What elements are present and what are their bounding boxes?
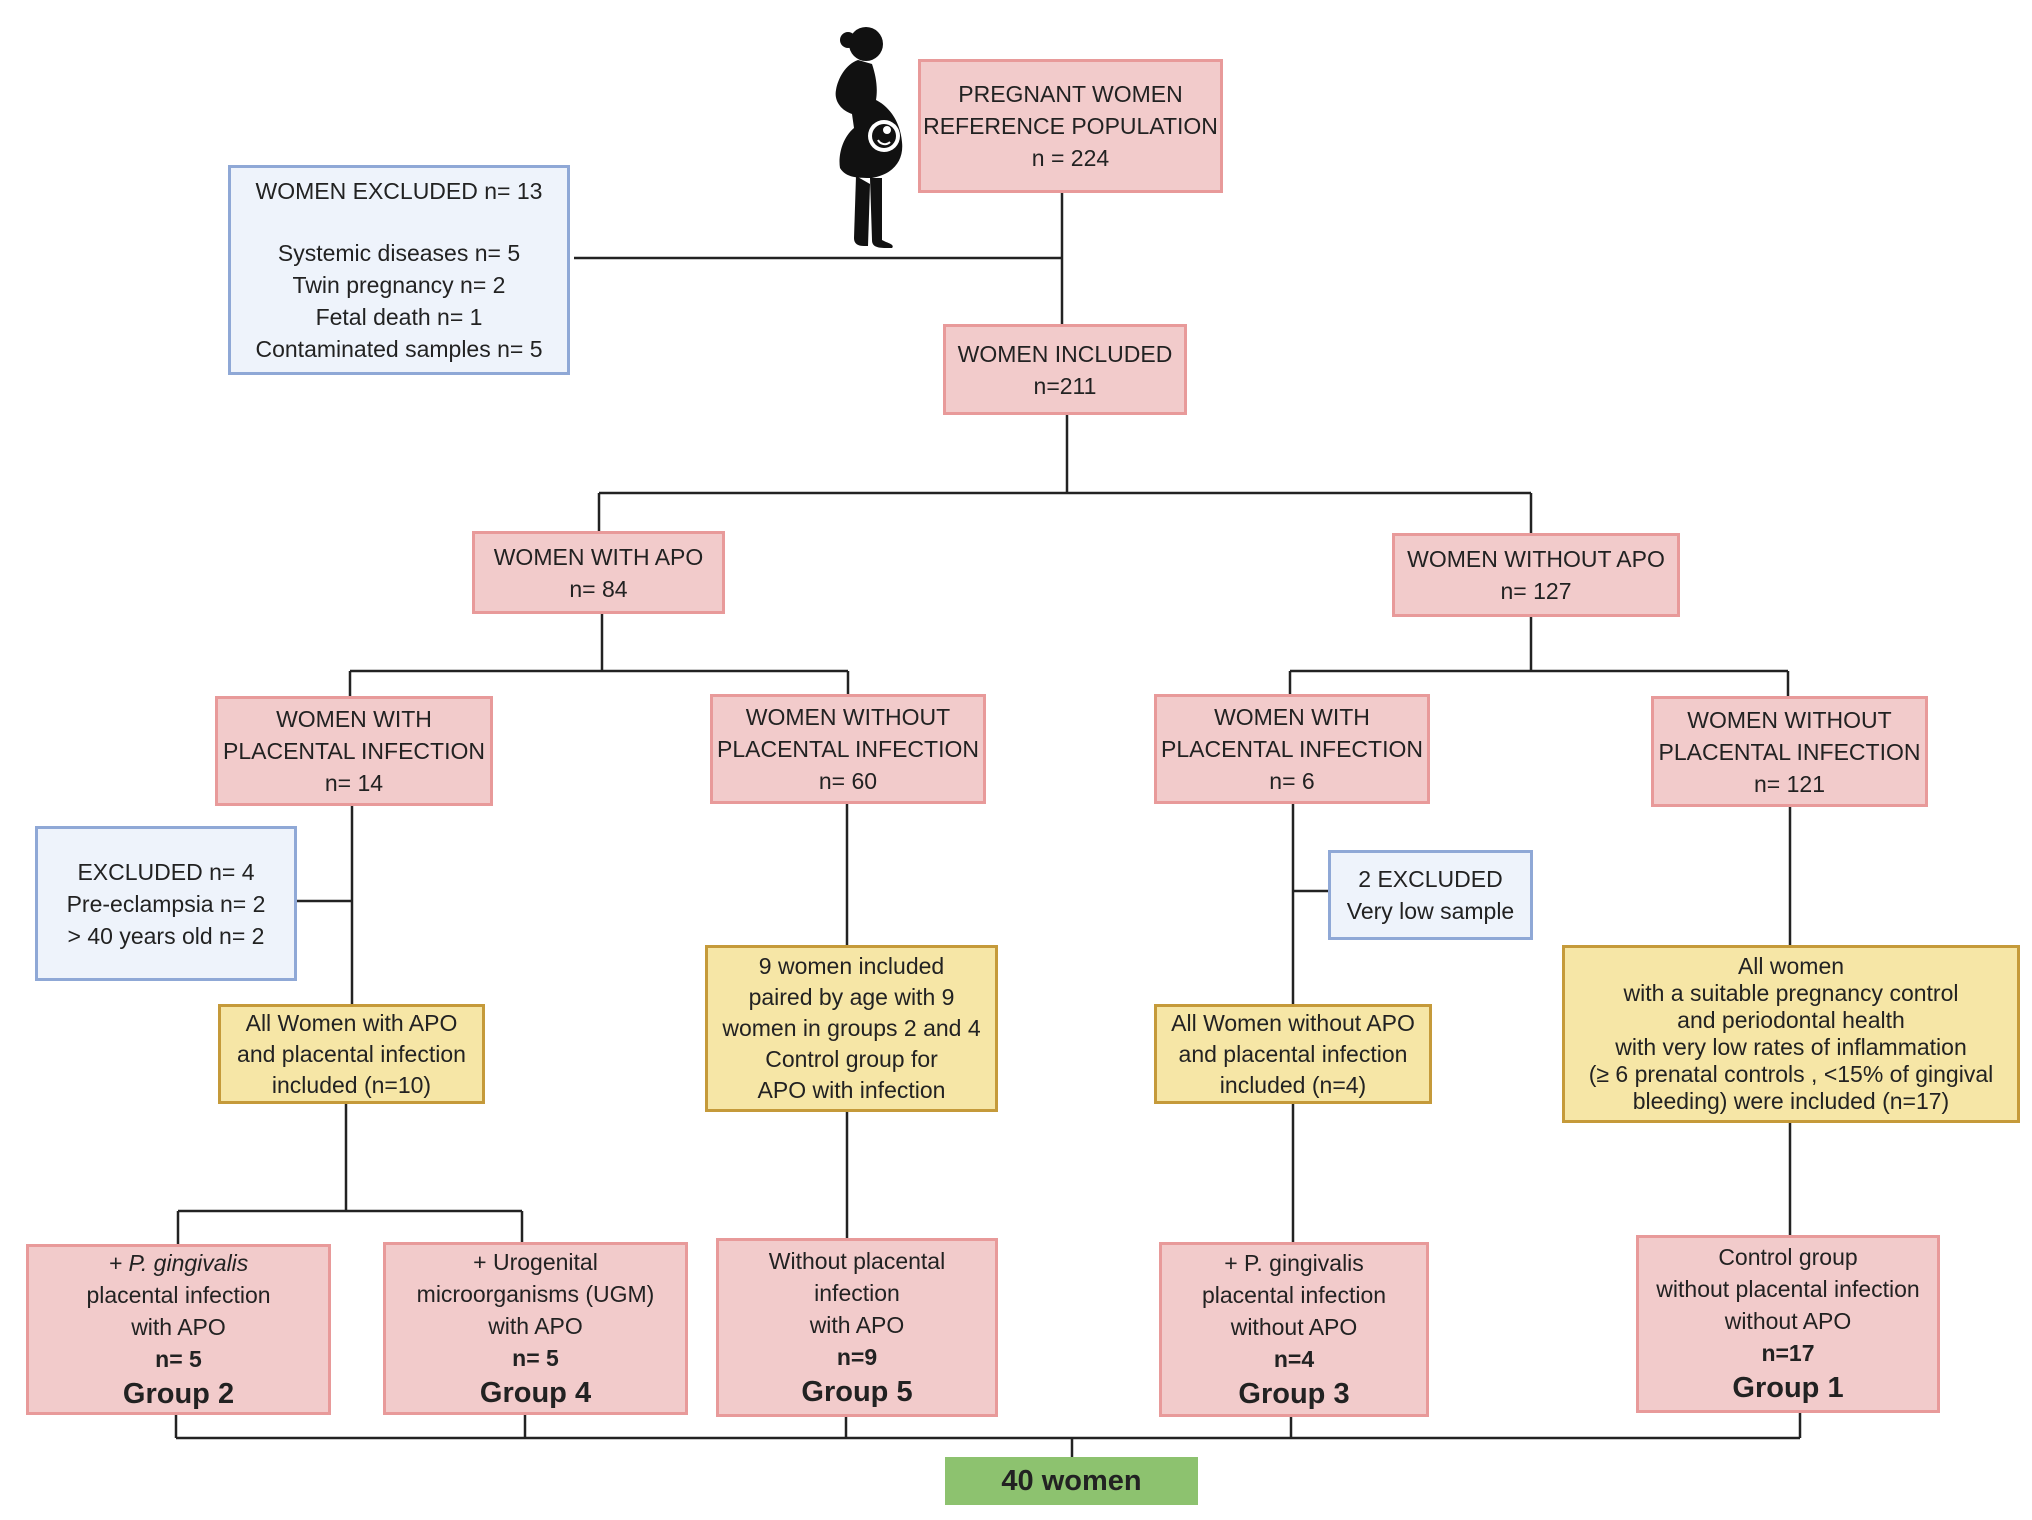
g2-line1: + P. gingivalis — [108, 1249, 249, 1276]
excluded-item-twin: Twin pregnancy n= 2 — [292, 272, 506, 298]
included-count: n=211 — [1033, 372, 1097, 399]
excluded-noapo-line2: Very low sample — [1346, 898, 1515, 924]
g3-line1: + P. gingivalis — [1224, 1249, 1364, 1276]
sel-noapo-inf-line2: and placental infection — [1178, 1040, 1408, 1067]
excluded-title: WOMEN EXCLUDED n= 13 — [255, 178, 543, 204]
excluded-apo-box: EXCLUDED n= 4 Pre-eclampsia n= 2 > 40 ye… — [35, 826, 297, 981]
g4-line2: microorganisms (UGM) — [416, 1280, 655, 1307]
g2-line2: placental infection — [86, 1281, 271, 1308]
g3-count: n=4 — [1273, 1345, 1315, 1372]
apo-noinf-line1: WOMEN WITHOUT — [745, 704, 951, 730]
reference-population-box: PREGNANT WOMEN REFERENCE POPULATION n = … — [918, 59, 1223, 193]
group-4-box: + Urogenital microorganisms (UGM) with A… — [383, 1242, 688, 1415]
with-apo-line1: WOMEN WITH APO — [493, 543, 704, 570]
excluded-apo-line3: > 40 years old n= 2 — [67, 922, 265, 949]
g3-line2: placental infection — [1201, 1281, 1387, 1308]
g1-line3: without APO — [1724, 1308, 1852, 1334]
without-apo-line1: WOMEN WITHOUT APO — [1407, 546, 1665, 572]
selection-apo-infection-box: All Women with APO and placental infecti… — [218, 1004, 485, 1104]
women-included-box: WOMEN INCLUDED n=211 — [943, 324, 1187, 415]
apo-placental-infection-box: WOMEN WITH PLACENTAL INFECTION n= 14 — [215, 696, 493, 806]
group-2-box: + P. gingivalis placental infection with… — [26, 1244, 331, 1415]
g4-count: n= 5 — [512, 1344, 559, 1371]
excluded-item-contaminated: Contaminated samples n= 5 — [255, 336, 543, 362]
included-line1: WOMEN INCLUDED — [957, 340, 1173, 367]
apo-inf-count: n= 14 — [324, 770, 384, 796]
noapo-inf-line1: WOMEN WITH — [1214, 704, 1370, 730]
excluded-apo-line1: EXCLUDED n= 4 — [77, 858, 255, 885]
apo-noinf-line2: PLACENTAL INFECTION — [717, 736, 979, 762]
excluded-item-systemic: Systemic diseases n= 5 — [277, 240, 521, 266]
noapo-inf-count: n= 6 — [1269, 768, 1315, 794]
sel-noapo-noinf-line1: All women — [1737, 953, 1845, 979]
g1-line2: without placental infection — [1656, 1276, 1920, 1302]
excluded-noapo-line1: 2 EXCLUDED — [1358, 866, 1503, 892]
excluded-item-fetal-death: Fetal death n= 1 — [315, 304, 483, 330]
g5-line2: infection — [814, 1279, 900, 1306]
apo-inf-line2: PLACENTAL INFECTION — [223, 738, 485, 764]
sel-apo-noinf-line3: women in groups 2 and 4 — [722, 1015, 981, 1041]
noapo-placental-infection-box: WOMEN WITH PLACENTAL INFECTION n= 6 — [1154, 694, 1430, 804]
noapo-noinf-count: n= 121 — [1754, 770, 1825, 797]
group-3-box: + P. gingivalis placental infection with… — [1159, 1242, 1429, 1417]
excluded-noapo-box: 2 EXCLUDED Very low sample — [1328, 850, 1533, 940]
sel-noapo-noinf-line5: (≥ 6 prenatal controls , <15% of gingiva… — [1588, 1061, 1994, 1087]
g4-line1: + Urogenital — [473, 1248, 598, 1275]
g5-line1: Without placental — [768, 1247, 946, 1274]
sel-noapo-noinf-line2: with a suitable pregnancy control — [1623, 980, 1959, 1006]
apo-noinf-count: n= 60 — [818, 768, 878, 794]
population-line1: PREGNANT WOMEN — [958, 81, 1183, 107]
sel-noapo-inf-line3: included (n=4) — [1219, 1071, 1367, 1098]
with-apo-count: n= 84 — [569, 575, 628, 602]
noapo-noinf-line2: PLACENTAL INFECTION — [1658, 738, 1921, 765]
sel-noapo-inf-line1: All Women without APO — [1171, 1009, 1415, 1036]
g3-line3: without APO — [1230, 1313, 1358, 1340]
sel-apo-noinf-line5: APO with infection — [757, 1077, 946, 1103]
noapo-no-placental-infection-box: WOMEN WITHOUT PLACENTAL INFECTION n= 121 — [1651, 696, 1928, 807]
selection-noapo-infection-box: All Women without APO and placental infe… — [1154, 1004, 1432, 1104]
sel-noapo-noinf-line6: bleeding) were included (n=17) — [1632, 1088, 1950, 1114]
total-label: 40 women — [1001, 1465, 1142, 1497]
selection-apo-no-infection-box: 9 women included paired by age with 9 wo… — [705, 945, 998, 1112]
pregnant-woman-icon — [835, 27, 903, 248]
population-count: n = 224 — [1031, 145, 1110, 171]
women-without-apo-box: WOMEN WITHOUT APO n= 127 — [1392, 533, 1680, 617]
selection-noapo-no-infection-box: All women with a suitable pregnancy cont… — [1562, 945, 2020, 1123]
g2-line3: with APO — [131, 1313, 226, 1340]
g4-line3: with APO — [488, 1312, 583, 1339]
g1-line1: Control group — [1718, 1244, 1858, 1270]
g1-count: n=17 — [1761, 1340, 1815, 1366]
sel-apo-inf-line3: included (n=10) — [271, 1071, 432, 1098]
women-excluded-box: WOMEN EXCLUDED n= 13 Systemic diseases n… — [228, 165, 570, 375]
group-1-box: Control group without placental infectio… — [1636, 1235, 1940, 1413]
sel-apo-inf-line1: All Women with APO — [245, 1009, 458, 1036]
g4-label: Group 4 — [479, 1376, 592, 1409]
apo-no-placental-infection-box: WOMEN WITHOUT PLACENTAL INFECTION n= 60 — [710, 694, 986, 804]
sel-apo-inf-line2: and placental infection — [237, 1040, 466, 1067]
g2-label: Group 2 — [122, 1377, 235, 1410]
women-with-apo-box: WOMEN WITH APO n= 84 — [472, 531, 725, 614]
population-line2: REFERENCE POPULATION — [923, 113, 1218, 139]
without-apo-count: n= 127 — [1500, 578, 1572, 604]
g2-count: n= 5 — [155, 1345, 202, 1372]
noapo-inf-line2: PLACENTAL INFECTION — [1161, 736, 1423, 762]
sel-noapo-noinf-line3: and periodontal health — [1677, 1007, 1905, 1033]
apo-inf-line1: WOMEN WITH — [276, 706, 432, 732]
g5-line3: with APO — [809, 1311, 905, 1338]
sel-apo-noinf-line2: paired by age with 9 — [748, 984, 955, 1010]
g3-label: Group 3 — [1238, 1377, 1350, 1410]
group-5-box: Without placental infection with APO n=9… — [716, 1238, 998, 1417]
sel-apo-noinf-line4: Control group for — [765, 1046, 938, 1072]
total-women-box: 40 women — [945, 1457, 1198, 1505]
excluded-apo-line2: Pre-eclampsia n= 2 — [66, 890, 266, 917]
sel-noapo-noinf-line4: with very low rates of inflammation — [1615, 1034, 1967, 1060]
noapo-noinf-line1: WOMEN WITHOUT — [1687, 706, 1892, 733]
g1-label: Group 1 — [1732, 1372, 1844, 1404]
sel-apo-noinf-line1: 9 women included — [758, 953, 945, 979]
g5-count: n=9 — [836, 1343, 878, 1370]
g5-label: Group 5 — [801, 1375, 913, 1408]
